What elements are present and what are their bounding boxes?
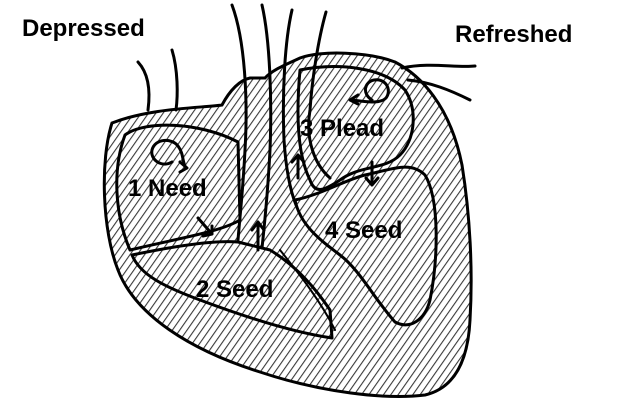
arrow-down-icon [364,160,380,187]
aorta-right [260,3,273,250]
swirl-arrow-icon [350,78,390,104]
label-refreshed: Refreshed [455,21,572,48]
arrow-up-icon [250,220,266,252]
label-chamber-1: 1 Need [128,175,207,202]
arrow-down-icon [178,160,189,174]
swirl-arrow-icon [150,139,188,170]
superior-vena-cava [136,48,179,112]
aorta-left [230,3,248,242]
pulmonary-artery-left [281,8,298,207]
arrow-left-icon [348,93,360,106]
label-chamber-3: 3 Plead [300,115,384,142]
label-chamber-4: 4 Seed [325,217,402,244]
pulmonary-artery-right [307,10,332,180]
pulmonary-vein-upper [400,63,477,70]
right-atrium-chamber [115,123,242,252]
arrow-down-right-icon [196,216,214,238]
pulmonary-vein-lower [406,78,472,102]
septum-line [279,249,336,331]
arrow-up-icon [290,153,306,180]
left-ventricle-chamber [293,165,438,327]
label-chamber-2: 2 Seed [196,276,273,303]
heart-outer-wall [102,51,473,398]
left-atrium-chamber [296,65,415,191]
label-depressed: Depressed [22,15,145,42]
